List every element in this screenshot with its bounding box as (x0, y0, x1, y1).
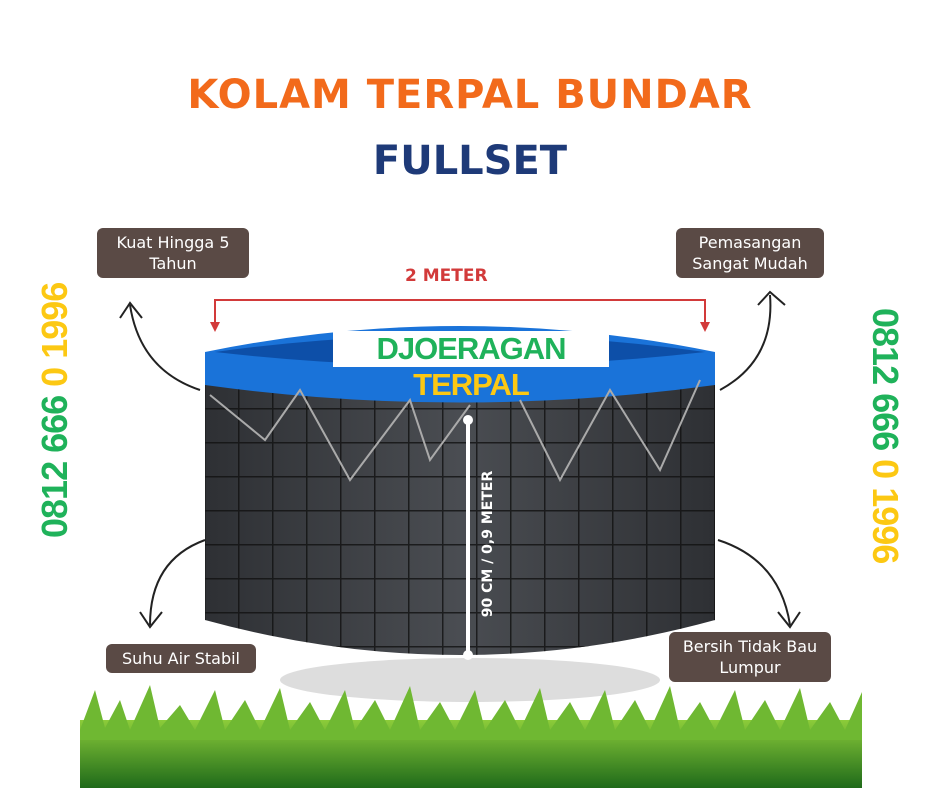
phone-part2: 0 1996 (34, 282, 75, 387)
feature-badge-easy-install: Pemasangan Sangat Mudah (676, 228, 824, 278)
phone-part2: 0 1996 (865, 459, 906, 564)
feature-badge-stable-temp: Suhu Air Stabil (106, 644, 256, 673)
phone-number-right: 0812 666 0 1996 (864, 308, 906, 563)
phone-part1: 0812 666 (865, 308, 906, 451)
phone-part1: 0812 666 (34, 395, 75, 538)
title-main: KOLAM TERPAL BUNDAR (187, 72, 753, 118)
feature-badge-durable: Kuat Hingga 5 Tahun (97, 228, 249, 278)
shadow (280, 658, 660, 702)
width-label: 2 METER (405, 266, 488, 286)
brand-part1: DJOERAGAN (376, 331, 566, 366)
height-label: 90 CM / 0,9 METER (480, 470, 496, 618)
feature-badge-clean: Bersih Tidak Bau Lumpur (669, 632, 831, 682)
brand-logo: DJOERAGAN TERPAL (333, 331, 609, 402)
brand-part2: TERPAL (413, 367, 530, 402)
title-sub: FULLSET (372, 138, 568, 184)
phone-number-left: 0812 666 0 1996 (34, 283, 76, 538)
